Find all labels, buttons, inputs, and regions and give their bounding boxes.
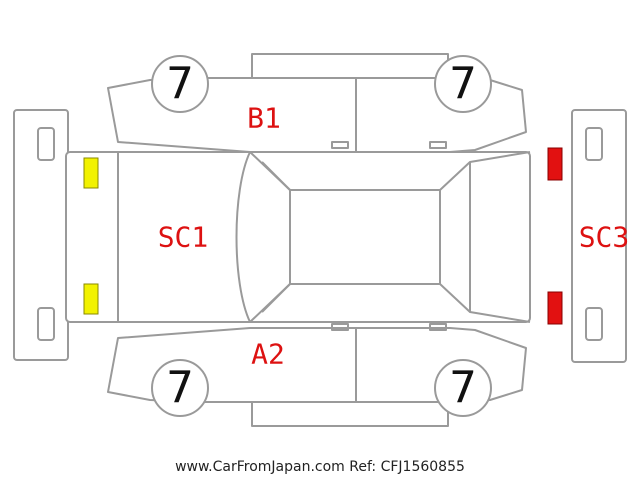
car-bottom-side — [107, 323, 527, 427]
tire-rear-right: 7 — [434, 359, 492, 417]
damage-label-left-front: SC1 — [158, 221, 209, 254]
front-light-marker-top — [83, 157, 99, 189]
tire-tread-value: 7 — [449, 59, 477, 110]
front-light-marker-bottom — [83, 283, 99, 315]
tire-tread-value: 7 — [166, 363, 194, 414]
tire-rear-left: 7 — [434, 55, 492, 113]
tire-tread-value: 7 — [449, 363, 477, 414]
damage-label-top-door: B1 — [247, 102, 281, 135]
front-bumper — [13, 109, 69, 361]
rear-light-marker-bottom — [547, 291, 563, 325]
damage-label-bottom-door: A2 — [251, 338, 285, 371]
car-top-side — [107, 53, 527, 153]
tire-tread-value: 7 — [166, 59, 194, 110]
car-top-view — [65, 151, 531, 323]
damage-label-right-rear: SC3 — [579, 221, 630, 254]
tire-front-right: 7 — [151, 359, 209, 417]
footer-reference: www.CarFromJapan.com Ref: CFJ1560855 — [175, 459, 465, 475]
tire-front-left: 7 — [151, 55, 209, 113]
rear-light-marker-top — [547, 147, 563, 181]
rear-bumper — [571, 109, 627, 363]
